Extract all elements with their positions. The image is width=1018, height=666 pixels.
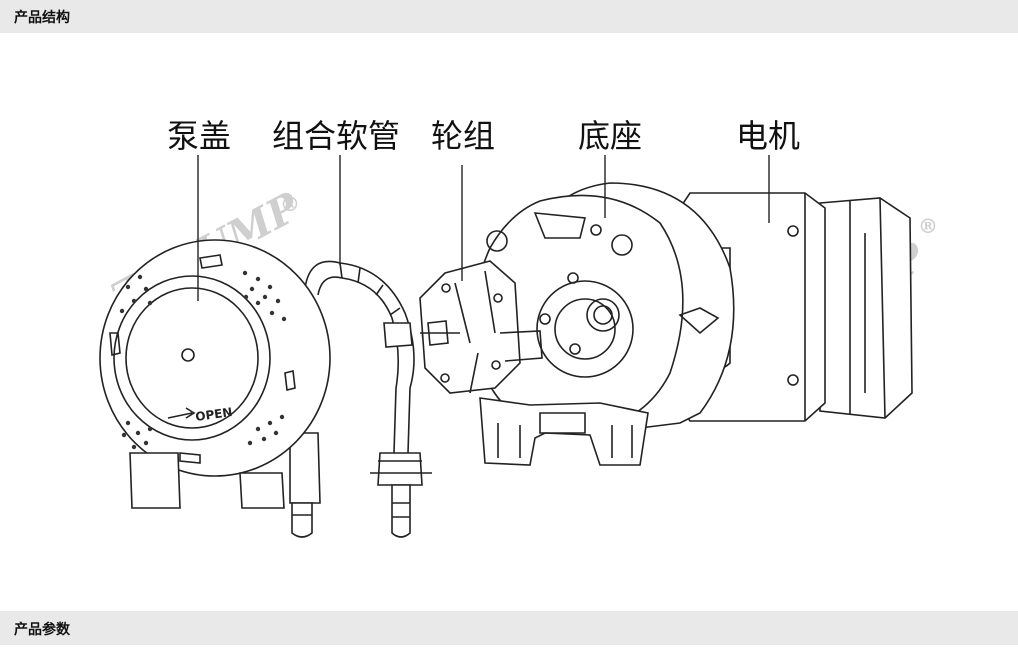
section-header-structure: 产品结构 <box>0 0 1018 33</box>
base-part <box>473 182 735 466</box>
label-pump-cover: 泵盖 <box>167 117 231 155</box>
roller-part <box>419 260 543 394</box>
label-base: 底座 <box>578 117 642 155</box>
open-label: OPEN <box>194 405 233 424</box>
label-tube: 组合软管 <box>272 117 400 155</box>
label-motor: 电机 <box>736 117 800 155</box>
tube-part <box>304 260 432 538</box>
section-header-params: 产品参数 <box>0 611 1018 645</box>
section-title-params: 产品参数 <box>14 622 70 638</box>
watermark-mark-left: ® <box>280 192 300 216</box>
watermark-mark-right: ® <box>918 214 938 238</box>
cover-dots <box>119 270 287 450</box>
section-title-structure: 产品结构 <box>14 10 70 26</box>
pump-cover-part: OPEN <box>99 239 331 538</box>
open-text: OPEN <box>194 405 233 424</box>
label-roller: 轮组 <box>431 117 495 155</box>
exploded-diagram: ZHPUMP ® ZHPUMP ZHPUMP ® <box>99 117 938 538</box>
